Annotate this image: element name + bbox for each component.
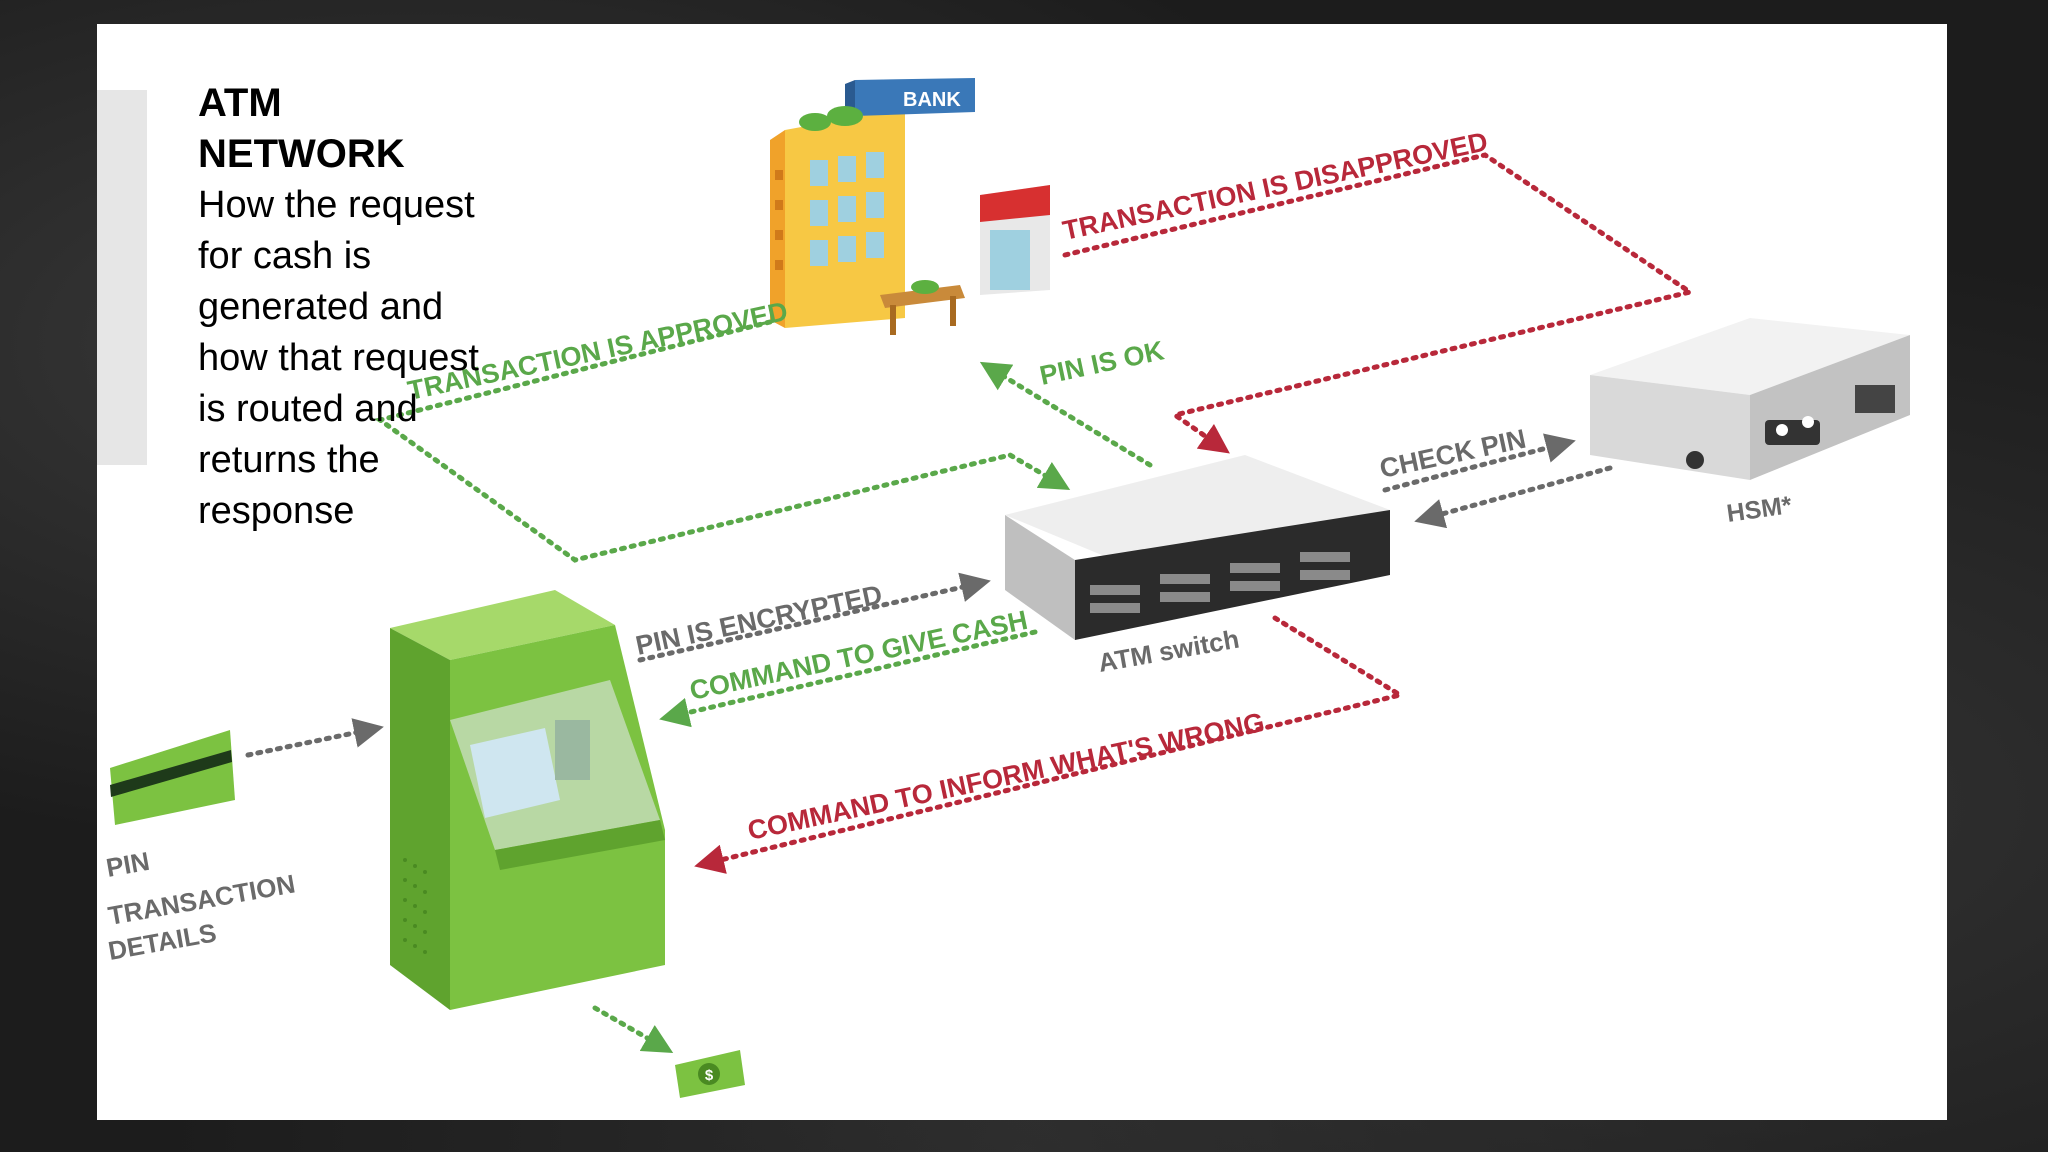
bank-building-icon: BANK [770,78,1050,335]
dollar-bill-icon: $ [675,1050,745,1098]
pin-encrypted-arrow [637,572,991,663]
slide-text-block: ATM NETWORK How the request for cash is … [198,78,498,537]
atm-switch-label: ATM switch [1096,624,1242,678]
hsm-reply-arrow [1414,465,1613,529]
inform-wrong-arrow [694,615,1407,874]
command-inform-wrong-label: COMMAND TO INFORM WHAT'S WRONG [745,707,1267,846]
pin-label: PIN [104,846,152,883]
atm-machine-icon [390,590,665,1010]
disapproved-loop-arrow [1062,152,1697,454]
bank-sign-label: BANK [903,89,961,111]
slide-subtitle: How the request for cash is generated an… [198,184,479,532]
hsm-device-icon [1590,318,1910,480]
hsm-label: HSM* [1725,491,1794,528]
give-cash-arrow [659,629,1038,728]
slide-title: ATM NETWORK [198,81,405,176]
card-to-atm-arrow [245,718,384,758]
pin-ok-label: PIN IS OK [1037,335,1167,391]
dollar-sign-label: $ [705,1067,714,1084]
sidebar-accent-bar [97,90,147,465]
approved-loop-arrow [374,319,1071,563]
check-pin-arrow [1382,433,1576,493]
cash-out-arrow [592,1005,674,1053]
bank-card-icon [110,730,235,825]
atm-switch-icon [1005,455,1390,640]
transaction-disapproved-label: TRANSACTION IS DISAPPROVED [1060,126,1490,245]
pin-ok-arrow [979,361,1153,468]
